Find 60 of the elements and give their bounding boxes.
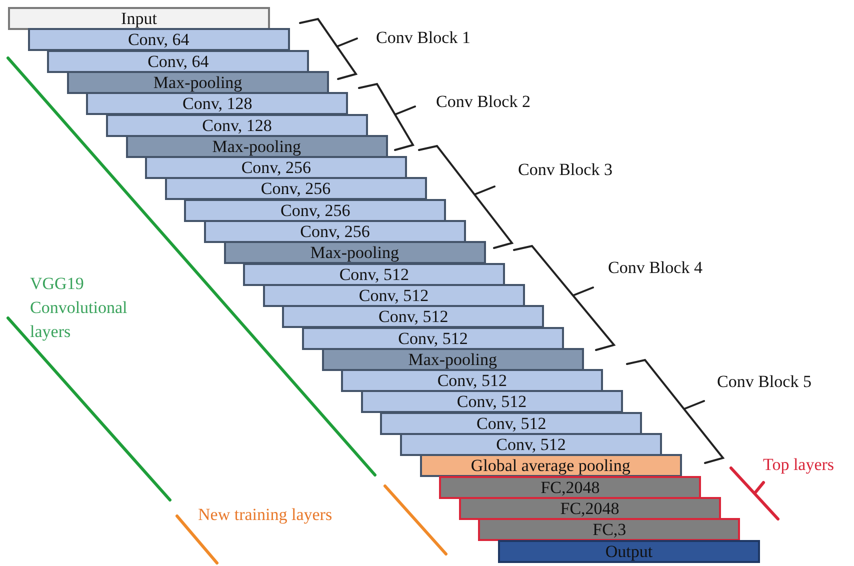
layer-box (262, 284, 525, 307)
layer-box (28, 28, 290, 52)
layer-label: Conv, 512 (456, 392, 527, 412)
layer-box (66, 70, 329, 94)
layer-box (224, 241, 486, 264)
layer-label: Conv, 256 (300, 222, 370, 241)
layer-box (8, 7, 270, 30)
layer-box (126, 134, 388, 158)
layer-box (106, 114, 368, 136)
layer-box (243, 262, 506, 286)
layer-box (47, 50, 310, 73)
layer-label: Max-pooling (310, 243, 399, 262)
layer-label: Conv, 512 (496, 435, 566, 454)
block-label: Conv Block 5 (717, 371, 812, 393)
group-label: New training layers (198, 504, 332, 526)
layer-label: Conv, 512 (339, 264, 410, 284)
layer-box (145, 156, 408, 180)
layer-label: Global average pooling (470, 456, 630, 476)
layer-box (400, 433, 662, 456)
layer-box (282, 305, 544, 328)
layer-label: Conv, 512 (358, 286, 429, 305)
layer-box (302, 326, 564, 350)
layer-label: Conv, 128 (202, 116, 272, 134)
layer-label: Max-pooling (153, 72, 242, 92)
layer-label: Conv, 256 (260, 179, 331, 198)
layer-label: Input (121, 9, 157, 28)
block-label: Conv Block 4 (608, 257, 702, 279)
layer-box (420, 454, 682, 478)
layer-label: Conv, 64 (148, 52, 209, 71)
layer-box (498, 540, 760, 562)
block-label: Conv Block 1 (376, 27, 470, 49)
layer-label: Output (605, 542, 653, 560)
layer-label: Conv, 512 (437, 371, 508, 390)
layer-box (322, 348, 584, 371)
layer-label: Conv, 256 (241, 158, 312, 178)
layer-box (341, 369, 604, 392)
layer-box (184, 198, 446, 222)
layer-label: Conv, 512 (378, 307, 448, 326)
block-label: Conv Block 2 (436, 91, 530, 113)
layer-label: Max-pooling (212, 136, 301, 156)
layer-box (439, 476, 702, 499)
layer-box (478, 518, 740, 542)
layer-box (204, 220, 466, 243)
block-label: Conv Block 3 (518, 159, 612, 181)
layer-box (360, 390, 623, 414)
group-label: VGG19 Convolutional layers (30, 273, 128, 343)
layer-label: Conv, 512 (398, 328, 468, 348)
layer-label: Conv, 512 (476, 414, 546, 433)
layer-label: Conv, 128 (182, 94, 252, 114)
group-label: Top layers (763, 454, 834, 476)
layer-box (164, 177, 427, 200)
layer-label: Conv, 256 (280, 200, 350, 220)
layer-box (86, 92, 348, 116)
layer-label: FC,3 (592, 520, 626, 540)
layer-label: Max-pooling (408, 350, 497, 369)
layer-box (458, 496, 721, 520)
layer-label: Conv, 64 (128, 30, 190, 50)
layer-box (380, 412, 642, 435)
layer-label: FC,2048 (540, 478, 600, 497)
layer-label: FC,2048 (560, 498, 620, 518)
